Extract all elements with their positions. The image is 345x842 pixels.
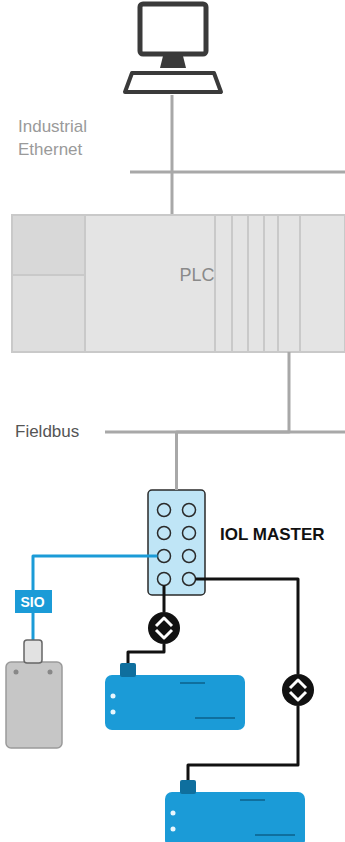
sio-tag: SIO [15, 590, 52, 613]
cpu-module [85, 215, 215, 352]
io-link-device [165, 780, 305, 842]
power-module [12, 215, 85, 275]
sio-sensor [6, 640, 62, 748]
monitor-stand [160, 56, 186, 68]
computer-icon [125, 4, 221, 92]
io-link-symbol [282, 674, 314, 706]
ethernet-drop [171, 95, 174, 215]
device-groove [195, 717, 235, 719]
fieldbus-connector [177, 352, 290, 490]
device-led [171, 811, 176, 816]
device-led [171, 827, 176, 832]
symbol-chevrons [156, 618, 172, 638]
slot-divider [299, 215, 301, 352]
sensor-body [6, 662, 62, 748]
device-body [165, 792, 305, 842]
monitor-screen [140, 4, 206, 54]
device-connector [180, 780, 196, 794]
port [158, 550, 171, 563]
port [183, 573, 196, 586]
network-label: Industrial Ethernet [18, 116, 104, 162]
plc-rack [12, 215, 345, 352]
port [183, 527, 196, 540]
device-groove [180, 682, 205, 684]
iol-master: IOL MASTER [148, 490, 205, 595]
sio-wire [32, 612, 35, 641]
sio-wire [148, 555, 158, 558]
slot-divider [263, 215, 265, 352]
ethernet-bus [130, 171, 345, 174]
device-groove [255, 834, 295, 836]
port [183, 550, 196, 563]
sensor-led [48, 670, 53, 675]
device-led [111, 710, 116, 715]
node-text: SIO [21, 594, 45, 610]
sio-wire [33, 556, 148, 590]
symbol-disc [148, 612, 180, 644]
port [158, 573, 171, 586]
io-link-symbol [148, 612, 180, 644]
node-text: IOL MASTER [220, 525, 325, 545]
symbol-disc [282, 674, 314, 706]
device-body [105, 675, 245, 730]
symbol-chevrons [290, 680, 306, 700]
node-text: PLC [179, 265, 214, 286]
power-module [12, 275, 85, 352]
device-connector [120, 663, 136, 677]
sensor-led [14, 670, 19, 675]
slot-divider [231, 215, 233, 352]
slot-divider [277, 215, 279, 352]
io-link-device [105, 663, 245, 730]
rack-body [12, 215, 345, 352]
plc-module: PLC [12, 215, 345, 352]
port [158, 527, 171, 540]
bus-label: Fieldbus [15, 421, 100, 444]
port [183, 504, 196, 517]
io-link-wire [163, 586, 166, 613]
sensor-plug [24, 640, 42, 663]
io-link-wire [128, 644, 164, 663]
device-groove [240, 799, 265, 801]
device-led [111, 694, 116, 699]
keyboard [125, 73, 221, 92]
slot-divider [247, 215, 249, 352]
io-link-wire [196, 579, 299, 674]
port [158, 504, 171, 517]
